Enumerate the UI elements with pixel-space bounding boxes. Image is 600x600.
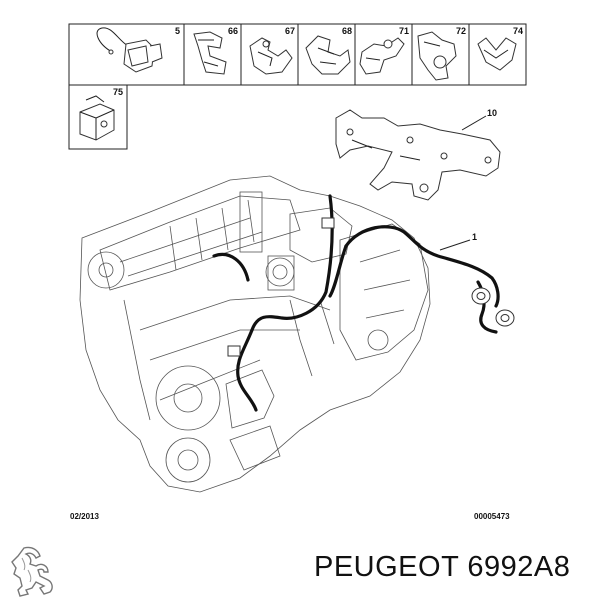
callout-10: 10 bbox=[487, 108, 497, 118]
engine-illustration bbox=[79, 175, 431, 493]
parts-grid-row2-frame bbox=[68, 84, 128, 150]
callout-leader-1 bbox=[439, 239, 471, 251]
brand-part-label: PEUGEOT 6992A8 bbox=[314, 551, 571, 583]
diagram-date: 02/2013 bbox=[70, 512, 99, 521]
callout-leader-10 bbox=[461, 115, 487, 131]
part-number-71: 71 bbox=[399, 26, 409, 36]
part-number-66: 66 bbox=[228, 26, 238, 36]
mounting-bracket: 10 bbox=[335, 108, 501, 201]
part-number-72: 72 bbox=[456, 26, 466, 36]
parts-grid: 5 66 67 68 71 72 74 75 bbox=[68, 23, 527, 150]
part-number-75: 75 bbox=[113, 87, 123, 97]
clip-icon bbox=[417, 31, 457, 81]
clip-icon bbox=[249, 37, 293, 75]
peugeot-lion-logo-icon bbox=[11, 546, 53, 597]
callout-1: 1 bbox=[472, 232, 477, 242]
bracket-clip-icon bbox=[79, 95, 115, 141]
part-number-5: 5 bbox=[175, 26, 180, 36]
clip-icon bbox=[305, 35, 351, 75]
clip-icon bbox=[477, 37, 517, 71]
part-number-68: 68 bbox=[342, 26, 352, 36]
part-number-67: 67 bbox=[285, 26, 295, 36]
part-number-74: 74 bbox=[513, 26, 523, 36]
wiring-harness: 1 bbox=[212, 194, 515, 412]
clip-icon bbox=[193, 31, 227, 75]
clip-icon bbox=[359, 37, 405, 75]
diagram-reference: 00005473 bbox=[474, 512, 510, 521]
connector-icon bbox=[96, 27, 163, 73]
